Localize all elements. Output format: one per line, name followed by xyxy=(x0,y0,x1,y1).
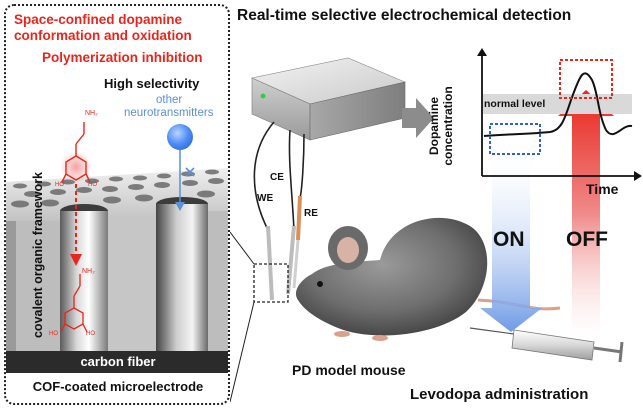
re-label: RE xyxy=(304,208,318,219)
detection-title: Real-time selective electrochemical dete… xyxy=(237,7,572,24)
carbon-fiber-label: carbon fiber xyxy=(80,354,156,369)
microelectrode-caption: COF-coated microelectrode xyxy=(32,379,204,394)
graph-ylabel-line2: concentration xyxy=(441,86,455,166)
probe-zoom-box xyxy=(253,263,289,303)
on-arrow xyxy=(480,156,542,332)
we-label: WE xyxy=(257,193,274,204)
concentration-curve xyxy=(483,72,633,137)
nh2-label-top: NH₂ xyxy=(85,110,98,117)
dopamine-molecule-pore xyxy=(60,274,88,333)
normal-level-label: normal level xyxy=(484,98,546,110)
off-arrow xyxy=(558,90,614,338)
nh2-label-pore: NH₂ xyxy=(82,268,95,275)
potentiostat-device xyxy=(251,57,406,141)
syringe xyxy=(469,327,624,363)
baseline-highlight-box xyxy=(489,123,541,155)
graph-x-label: Time xyxy=(586,181,619,197)
ho-label-top-right: HO xyxy=(88,182,97,188)
mouse-caption: PD model mouse xyxy=(292,362,406,378)
ho-label-pore-left: HO xyxy=(49,331,58,337)
cof-vertical-label: covalent organic framework xyxy=(31,171,45,339)
neurotransmitters-label: neurotransmitters xyxy=(124,107,214,119)
off-label: OFF xyxy=(566,228,608,251)
polymerization-inhibition-label: Polymerization inhibition xyxy=(42,50,203,65)
panel-title-line2: conformation and oxidation xyxy=(14,28,192,43)
dopamine-concentration-graph xyxy=(477,48,642,181)
ho-label-pore-right: HO xyxy=(86,331,95,337)
cof-microelectrode-panel: Space-confined dopamine conformation and… xyxy=(4,4,230,405)
dopamine-molecule-top xyxy=(61,122,91,183)
pore-openings xyxy=(11,169,224,208)
panel-title-line1: Space-confined dopamine xyxy=(14,12,183,27)
process-arrow-icon xyxy=(402,98,434,138)
electrode-needles xyxy=(266,195,302,301)
other-label: other xyxy=(156,94,183,106)
levodopa-caption: Levodopa administration xyxy=(410,386,589,403)
high-selectivity-label: High selectivity xyxy=(104,76,200,91)
neurotransmitter-ball xyxy=(167,124,193,150)
on-label: ON xyxy=(493,228,525,251)
carbon-fiber-base xyxy=(6,351,228,373)
ce-label: CE xyxy=(270,172,284,183)
cof-structure-illustration xyxy=(6,122,228,373)
graph-ylabel-line1: Dopamine xyxy=(427,97,441,156)
peak-highlight-box xyxy=(559,59,613,99)
detection-setup-illustration xyxy=(230,57,624,403)
blocked-cross-icon xyxy=(185,167,195,177)
graph-y-label: Dopamine concentration xyxy=(427,81,455,171)
power-led-icon xyxy=(260,93,266,99)
ho-label-top-left: HO xyxy=(55,182,64,188)
electrode-wires xyxy=(253,121,305,231)
pd-model-mouse xyxy=(295,217,561,341)
